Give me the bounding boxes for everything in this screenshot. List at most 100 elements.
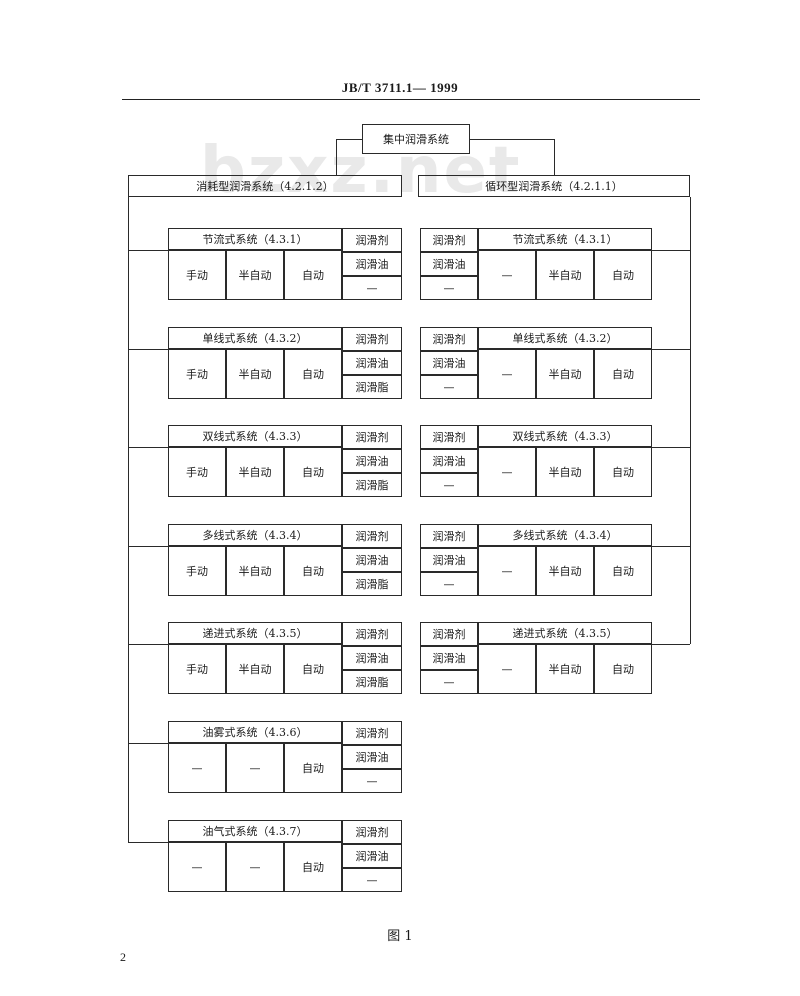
right-system-lubricant-3-2: — <box>420 572 478 596</box>
left-bus-tap-6 <box>128 842 168 843</box>
right-system-mode-0-0: — <box>478 250 536 300</box>
left-system-lubricant-3-1: 润滑油 <box>342 548 402 572</box>
right-system-lubricant-3-1: 润滑油 <box>420 548 478 572</box>
left-system-mode-6-1: — <box>226 842 284 892</box>
right-system-mode-0-2: 自动 <box>594 250 652 300</box>
right-branch-title: 循环型润滑系统（4.2.1.1） <box>485 180 623 193</box>
left-system-title-5: 油雾式系统（4.3.6） <box>168 721 342 743</box>
right-system-title-1: 单线式系统（4.3.2） <box>478 327 652 349</box>
left-system-lubricant-3-2: 润滑脂 <box>342 572 402 596</box>
left-system-mode-1-0: 手动 <box>168 349 226 399</box>
left-system-mode-4-1: 半自动 <box>226 644 284 694</box>
left-system-mode-5-1: — <box>226 743 284 793</box>
right-system-mode-4-2: 自动 <box>594 644 652 694</box>
root-link-right <box>470 139 554 140</box>
left-system-lubricant-6-0: 润滑剂 <box>342 820 402 844</box>
left-system-title-1: 单线式系统（4.3.2） <box>168 327 342 349</box>
right-system-lubricant-2-2: — <box>420 473 478 497</box>
left-system-title-6: 油气式系统（4.3.7） <box>168 820 342 842</box>
left-system-mode-2-2: 自动 <box>284 447 342 497</box>
left-system-mode-0-0: 手动 <box>168 250 226 300</box>
left-system-lubricant-2-2: 润滑脂 <box>342 473 402 497</box>
right-system-lubricant-4-2: — <box>420 670 478 694</box>
right-bus-tap-2 <box>652 447 690 448</box>
left-system-mode-3-2: 自动 <box>284 546 342 596</box>
left-system-lubricant-0-0: 润滑剂 <box>342 228 402 252</box>
left-system-title-2: 双线式系统（4.3.3） <box>168 425 342 447</box>
left-system-lubricant-2-0: 润滑剂 <box>342 425 402 449</box>
right-bus-tap-4 <box>652 644 690 645</box>
root-node-label: 集中润滑系统 <box>383 133 449 146</box>
left-bus-tap-2 <box>128 447 168 448</box>
left-system-mode-6-0: — <box>168 842 226 892</box>
left-system-mode-5-0: — <box>168 743 226 793</box>
right-system-mode-1-2: 自动 <box>594 349 652 399</box>
figure-caption: 图 1 <box>387 929 413 944</box>
right-system-title-0: 节流式系统（4.3.1） <box>478 228 652 250</box>
right-system-mode-1-1: 半自动 <box>536 349 594 399</box>
standard-header: JB/T 3711.1— 1999 <box>341 80 459 95</box>
left-system-mode-5-2: 自动 <box>284 743 342 793</box>
left-system-lubricant-1-0: 润滑剂 <box>342 327 402 351</box>
left-system-mode-3-0: 手动 <box>168 546 226 596</box>
left-system-lubricant-5-2: — <box>342 769 402 793</box>
left-system-lubricant-6-1: 润滑油 <box>342 844 402 868</box>
right-system-mode-2-2: 自动 <box>594 447 652 497</box>
right-system-mode-2-0: — <box>478 447 536 497</box>
left-system-mode-4-0: 手动 <box>168 644 226 694</box>
right-system-lubricant-1-0: 润滑剂 <box>420 327 478 351</box>
left-bus <box>128 197 129 842</box>
left-system-mode-0-2: 自动 <box>284 250 342 300</box>
left-system-lubricant-4-1: 润滑油 <box>342 646 402 670</box>
left-system-mode-3-1: 半自动 <box>226 546 284 596</box>
right-system-mode-0-1: 半自动 <box>536 250 594 300</box>
left-branch-header: 消耗型润滑系统（4.2.1.2） <box>128 175 402 197</box>
left-system-mode-1-1: 半自动 <box>226 349 284 399</box>
left-system-lubricant-2-1: 润滑油 <box>342 449 402 473</box>
left-system-lubricant-6-2: — <box>342 868 402 892</box>
right-system-mode-4-0: — <box>478 644 536 694</box>
right-system-lubricant-2-1: 润滑油 <box>420 449 478 473</box>
right-system-title-3: 多线式系统（4.3.4） <box>478 524 652 546</box>
left-system-mode-2-0: 手动 <box>168 447 226 497</box>
left-system-lubricant-3-0: 润滑剂 <box>342 524 402 548</box>
left-system-mode-0-1: 半自动 <box>226 250 284 300</box>
right-system-mode-4-1: 半自动 <box>536 644 594 694</box>
left-system-mode-6-2: 自动 <box>284 842 342 892</box>
left-system-lubricant-0-2: — <box>342 276 402 300</box>
right-system-lubricant-4-1: 润滑油 <box>420 646 478 670</box>
right-bus <box>690 197 691 644</box>
left-bus-tap-0 <box>128 250 168 251</box>
left-system-lubricant-0-1: 润滑油 <box>342 252 402 276</box>
right-system-mode-3-1: 半自动 <box>536 546 594 596</box>
left-system-lubricant-5-0: 润滑剂 <box>342 721 402 745</box>
left-system-mode-1-2: 自动 <box>284 349 342 399</box>
right-system-lubricant-0-0: 润滑剂 <box>420 228 478 252</box>
left-bus-tap-5 <box>128 743 168 744</box>
left-bus-tap-3 <box>128 546 168 547</box>
left-system-lubricant-4-0: 润滑剂 <box>342 622 402 646</box>
left-bus-tap-4 <box>128 644 168 645</box>
left-system-lubricant-1-2: 润滑脂 <box>342 375 402 399</box>
left-branch-title: 消耗型润滑系统（4.2.1.2） <box>196 180 334 193</box>
right-bus-tap-0 <box>652 250 690 251</box>
left-system-lubricant-4-2: 润滑脂 <box>342 670 402 694</box>
right-system-title-4: 递进式系统（4.3.5） <box>478 622 652 644</box>
left-bus-tap-1 <box>128 349 168 350</box>
right-bus-tap-1 <box>652 349 690 350</box>
left-system-lubricant-5-1: 润滑油 <box>342 745 402 769</box>
right-system-lubricant-0-1: 润滑油 <box>420 252 478 276</box>
root-link-left-drop <box>336 139 337 175</box>
left-system-mode-2-1: 半自动 <box>226 447 284 497</box>
left-system-title-4: 递进式系统（4.3.5） <box>168 622 342 644</box>
root-link-right-drop <box>554 139 555 175</box>
watermark: bzxz.net <box>200 134 522 208</box>
right-branch-header: 循环型润滑系统（4.2.1.1） <box>418 175 690 197</box>
left-system-title-3: 多线式系统（4.3.4） <box>168 524 342 546</box>
right-system-mode-2-1: 半自动 <box>536 447 594 497</box>
right-system-lubricant-1-1: 润滑油 <box>420 351 478 375</box>
root-node: 集中润滑系统 <box>362 124 470 154</box>
root-link-left <box>336 139 362 140</box>
right-bus-tap-3 <box>652 546 690 547</box>
